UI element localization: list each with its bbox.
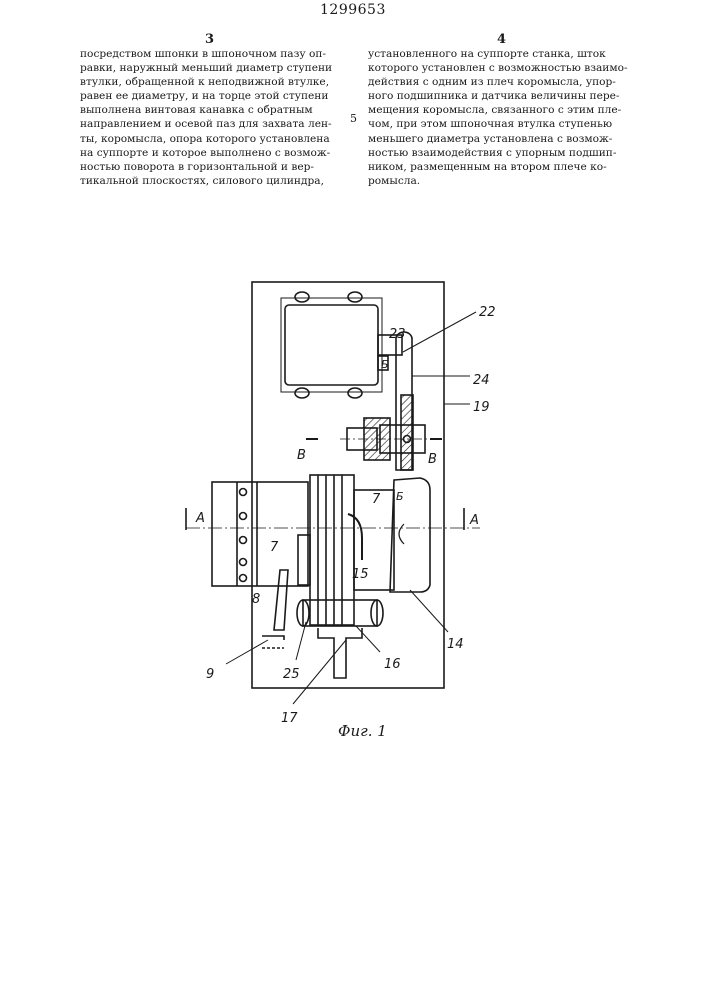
text-line: ностью поворота в горизонтальной и вер- xyxy=(80,160,352,174)
right-column-number: 4 xyxy=(497,32,506,47)
text-line: мещения коромысла, связанного с этим пле… xyxy=(368,103,638,117)
text-line: чом, при этом шпоночная втулка ступенью xyxy=(368,117,638,131)
section-b-mid: Б xyxy=(396,490,404,503)
section-v-right: В xyxy=(428,452,437,467)
label-19: 19 xyxy=(473,400,490,415)
text-line: тикальной плоскостях, силового цилиндра, xyxy=(80,174,352,188)
text-line: ромысла. xyxy=(368,174,638,188)
text-line: действия с одним из плеч коромысла, упор… xyxy=(368,75,638,89)
text-line: выполнена винтовая канавка с обратным xyxy=(80,103,352,117)
label-23: 23 xyxy=(389,327,406,342)
cylinder-23 xyxy=(285,305,378,385)
label-7-right: 7 xyxy=(372,492,381,507)
text-line: ного подшипника и датчика величины пере- xyxy=(368,89,638,103)
label-9: 9 xyxy=(206,667,214,682)
section-a-left: А xyxy=(195,511,205,526)
text-line: меньшего диаметра установлена с возмож- xyxy=(368,132,638,146)
text-line: ты, коромысла, опора которого установлен… xyxy=(80,132,352,146)
label-17: 17 xyxy=(281,711,298,726)
label-8: 8 xyxy=(252,592,260,607)
text-line: которого установлен с возможностью взаим… xyxy=(368,61,638,75)
text-line: втулки, обращенной к неподвижной втулке, xyxy=(80,75,352,89)
left-text-column: посредством шпонки в шпоночном пазу оп- … xyxy=(80,47,352,188)
text-line: равен ее диаметру, и на торце этой ступе… xyxy=(80,89,352,103)
figure-caption: Фиг. 1 xyxy=(338,722,387,740)
text-line: направлением и осевой паз для захвата ле… xyxy=(80,117,352,131)
right-text-column: установленного на суппорте станка, шток … xyxy=(368,47,638,188)
section-a-right: А xyxy=(469,513,479,528)
section-b-top: Б xyxy=(381,358,389,371)
label-22: 22 xyxy=(479,305,496,320)
text-line: на суппорте и которое выполнено с возмож… xyxy=(80,146,352,160)
text-line: ником, размещенным на втором плече ко- xyxy=(368,160,638,174)
figure-drawing: 23 22 24 19 7 7 15 14 8 9 25 16 17 А А В… xyxy=(180,270,540,760)
section-v-left: В xyxy=(297,448,306,463)
text-line: равки, наружный меньший диаметр ступени xyxy=(80,61,352,75)
text-line: ностью взаимодействия с упорным подшип- xyxy=(368,146,638,160)
label-24: 24 xyxy=(473,373,490,388)
text-line: установленного на суппорте станка, шток xyxy=(368,47,638,61)
label-14: 14 xyxy=(447,637,464,652)
patent-number: 1299653 xyxy=(320,2,386,18)
left-column-number: 3 xyxy=(205,32,214,47)
label-25: 25 xyxy=(283,667,300,682)
text-line: посредством шпонки в шпоночном пазу оп- xyxy=(80,47,352,61)
label-16: 16 xyxy=(384,657,401,672)
label-7-left: 7 xyxy=(270,540,279,555)
label-15: 15 xyxy=(352,567,369,582)
